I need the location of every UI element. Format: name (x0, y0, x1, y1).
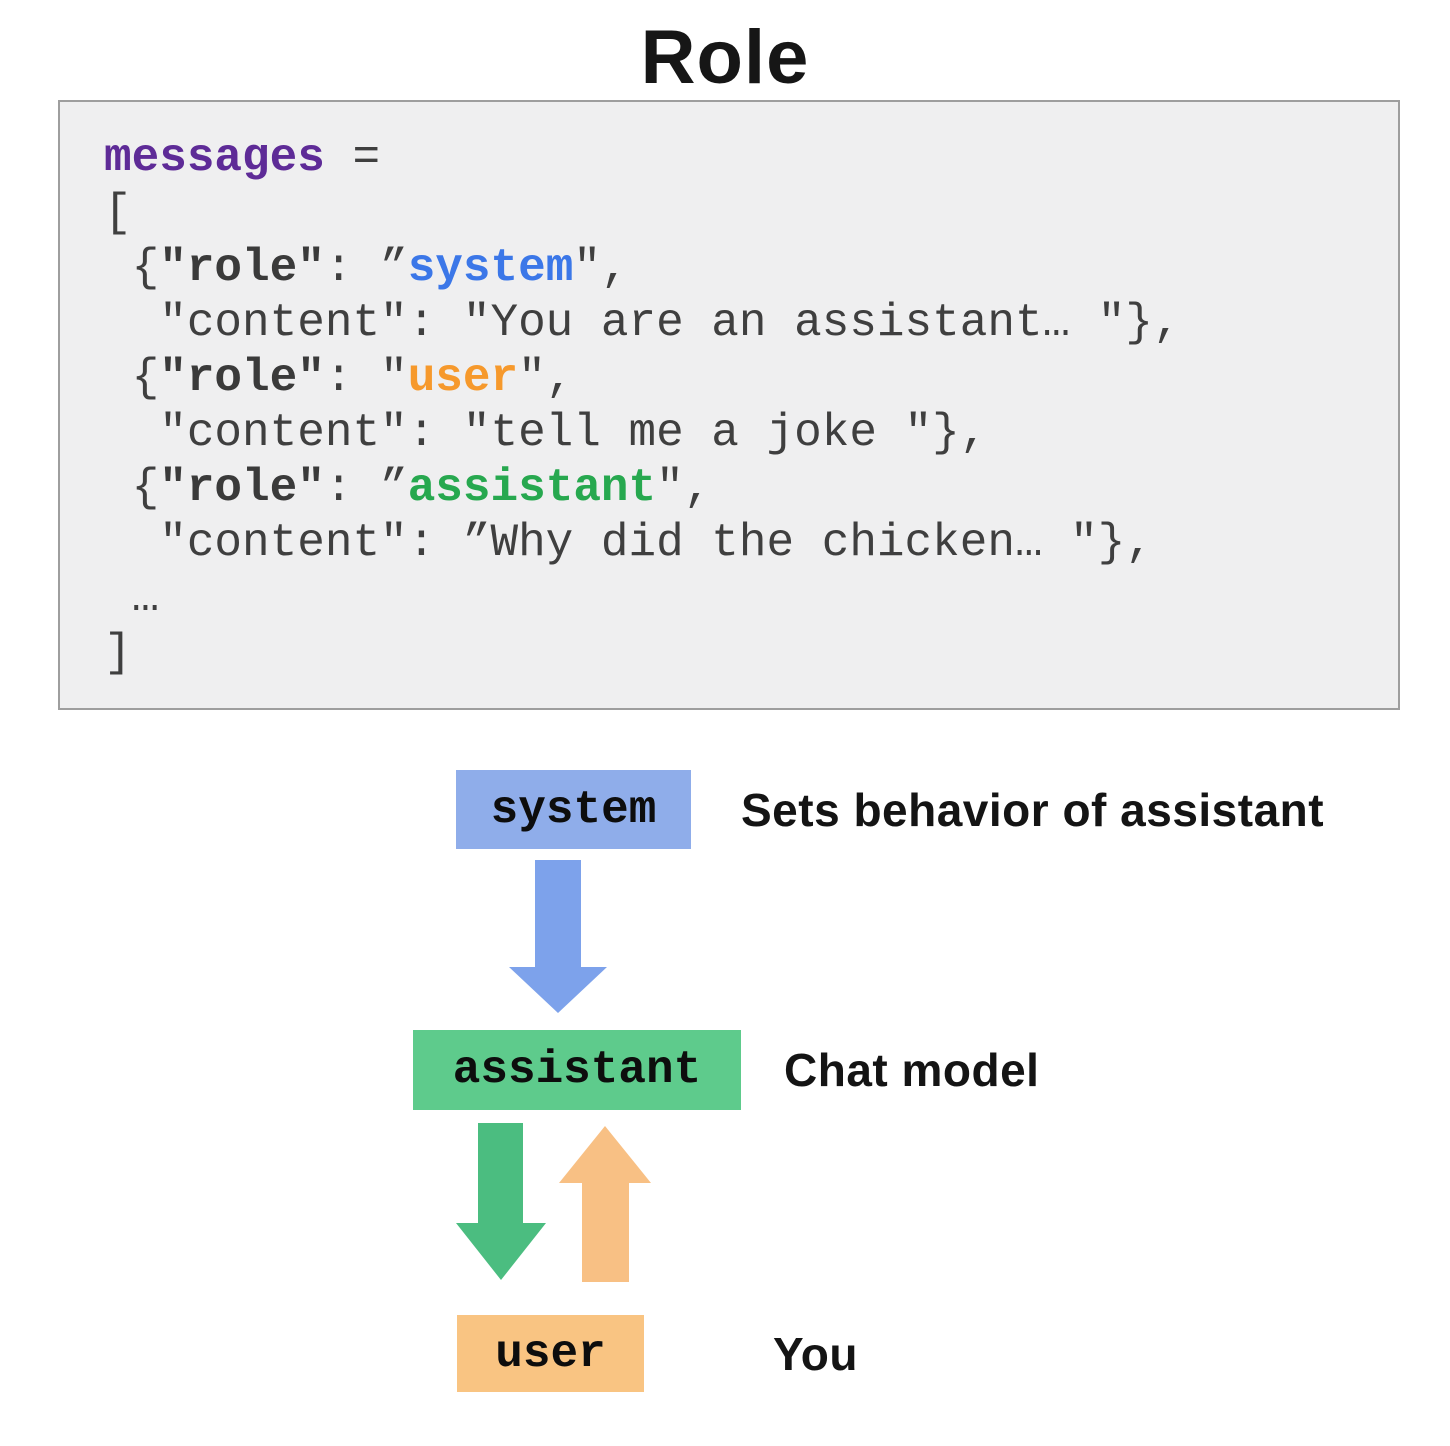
assistant-box-label: assistant (452, 1044, 702, 1096)
user-box-label: user (495, 1327, 606, 1380)
system-box: system (456, 770, 691, 849)
code-line: [ (104, 187, 132, 239)
system-to-assistant-arrow-icon (509, 860, 607, 1013)
code-line: ] (104, 627, 132, 679)
assistant-description: Chat model (784, 1044, 1040, 1096)
page-title: Role (640, 15, 810, 100)
system-description: Sets behavior of assistant (741, 783, 1325, 836)
user-box: user (457, 1315, 644, 1392)
code-line: … (104, 572, 160, 624)
user-to-assistant-arrow-icon (559, 1126, 651, 1282)
code-block: messages =[ {"role": ”system", "content"… (58, 100, 1400, 710)
assistant-to-user-arrow-icon (456, 1123, 546, 1280)
code-line: "content": "tell me a joke "}, (104, 407, 988, 459)
code-line: {"role": ”assistant", (104, 462, 712, 514)
code-line: messages = (104, 132, 381, 184)
code-line: {"role": ”system", (104, 242, 629, 294)
code-line: "content": ”Why did the chicken… "}, (104, 517, 1153, 569)
user-description: You (773, 1327, 858, 1380)
system-box-label: system (490, 783, 657, 836)
code-line: "content": "You are an assistant… "}, (104, 297, 1181, 349)
assistant-box: assistant (413, 1030, 741, 1110)
code-line: {"role": "user", (104, 352, 574, 404)
